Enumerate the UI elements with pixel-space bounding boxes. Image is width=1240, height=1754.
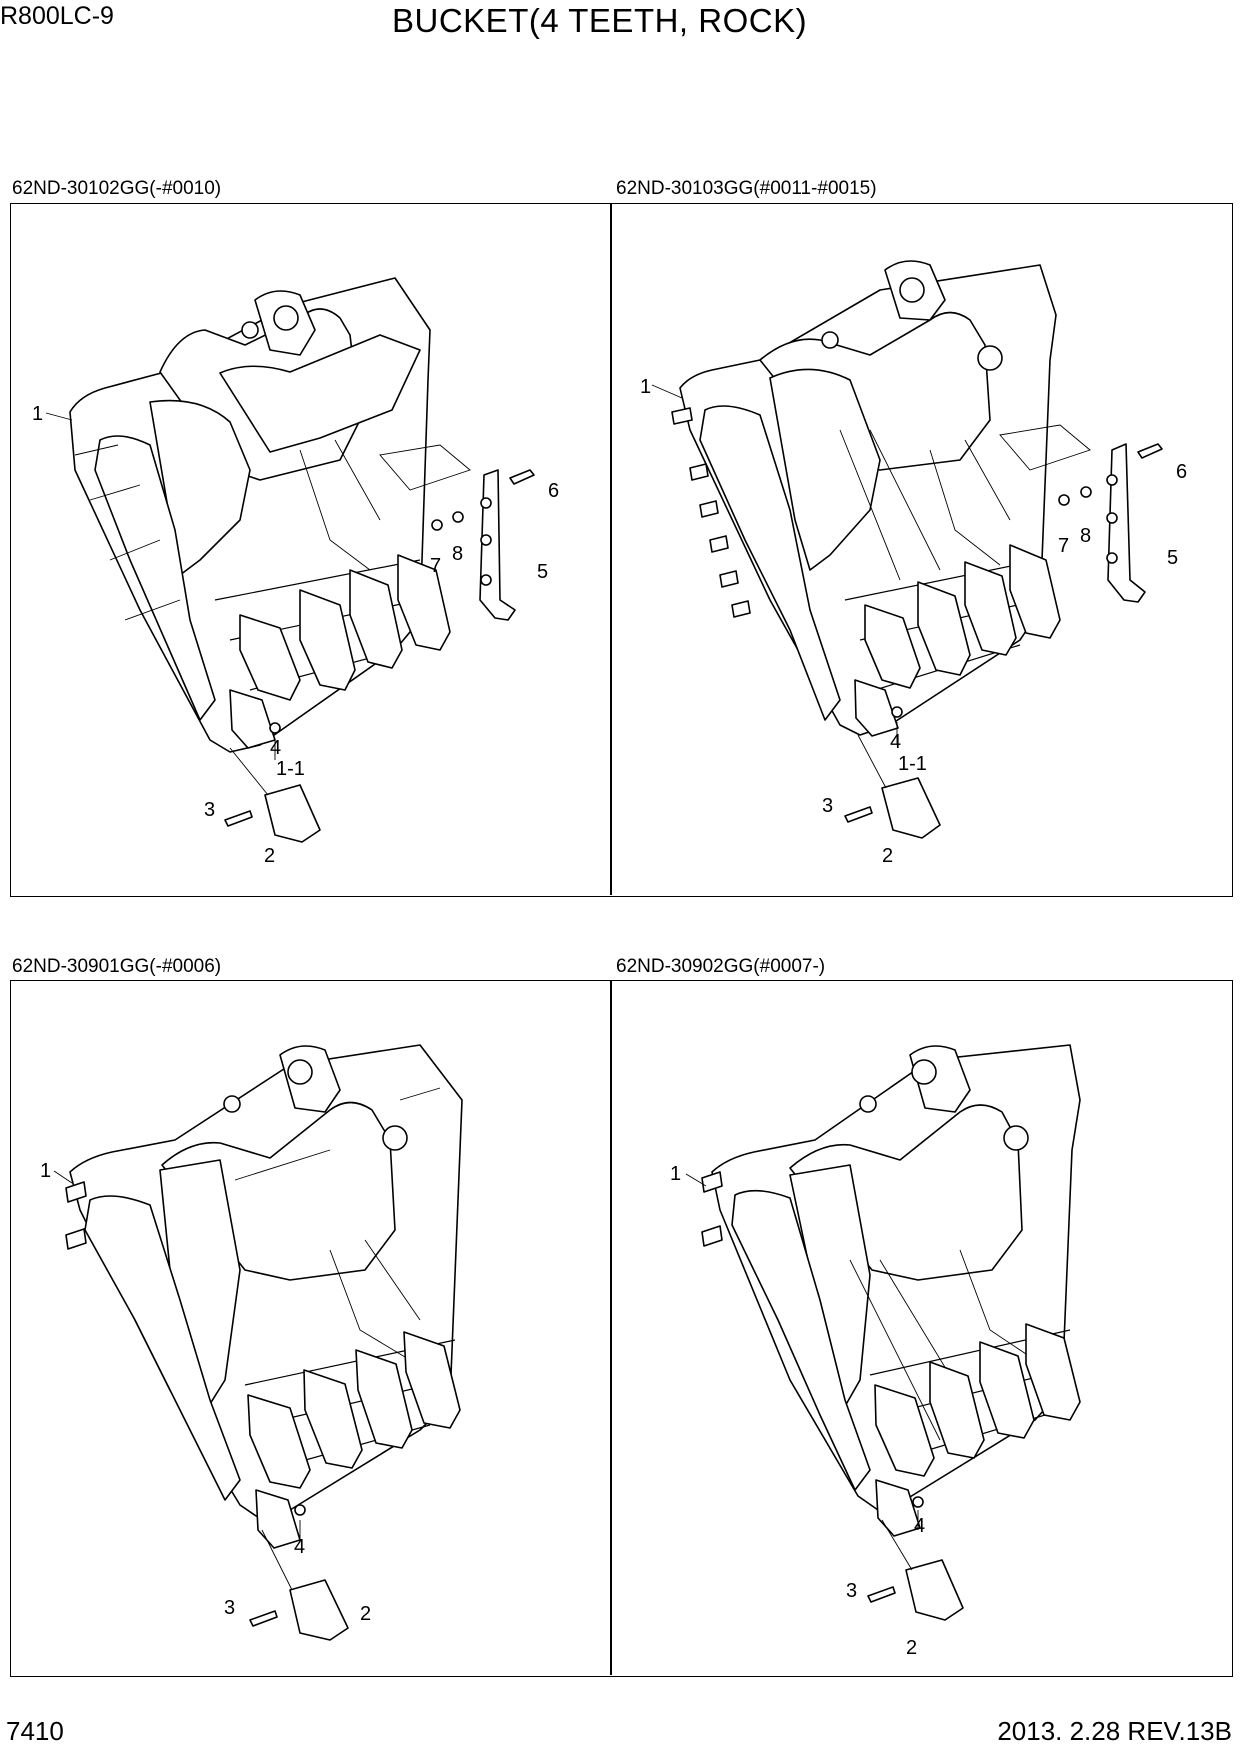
panel-2-callout-5: 5 <box>1167 547 1178 569</box>
model-name: R800LC-9 <box>0 2 114 30</box>
panel-3-label: 62ND-30901GG(-#0006) <box>12 956 222 977</box>
panel-1-callout-6: 6 <box>548 480 559 502</box>
upper-diagram-frame <box>10 203 1233 897</box>
panel-1-callout-7: 7 <box>430 555 441 577</box>
panel-2-callout-6: 6 <box>1176 461 1187 483</box>
panel-1-callout-3: 3 <box>204 799 215 821</box>
bucket-assembly-1 <box>45 277 535 843</box>
panel-2-callout-3: 3 <box>822 795 833 817</box>
upper-frame-divider <box>610 203 612 895</box>
page-number: 7410 <box>6 1716 64 1746</box>
panel-1-callout-2: 2 <box>264 845 275 867</box>
panel-4-callout-1: 1 <box>670 1163 681 1185</box>
panel-2-callout-8: 8 <box>1080 525 1091 547</box>
panel-1-callout-5: 5 <box>537 561 548 583</box>
panel-2-callout-7: 7 <box>1058 535 1069 557</box>
panel-1-callout-8: 8 <box>452 543 463 565</box>
lower-frame-divider <box>610 980 612 1675</box>
panel-2-callout-1-1: 1-1 <box>898 753 927 775</box>
panel-2-callout-2: 2 <box>882 845 893 867</box>
bucket-assembly-4 <box>685 1044 1081 1621</box>
panel-4-callout-3: 3 <box>846 1580 857 1602</box>
panel-4-label: 62ND-30902GG(#0007-) <box>616 956 826 977</box>
panel-1-callout-1: 1 <box>32 403 43 425</box>
panel-4-callout-2: 2 <box>906 1637 917 1659</box>
bucket-assembly-2 <box>651 260 1163 839</box>
panel-3-callout-3: 3 <box>224 1597 235 1619</box>
panel-2-callout-1: 1 <box>640 376 651 398</box>
lower-diagram-frame <box>10 980 1233 1677</box>
panel-1-label: 62ND-30102GG(-#0010) <box>12 178 222 199</box>
panel-2-callout-4: 4 <box>890 731 901 753</box>
panel-3-callout-2: 2 <box>360 1603 371 1625</box>
bucket-assembly-3 <box>53 1044 463 1641</box>
revision-date: 2013. 2.28 REV.13B <box>997 1716 1232 1746</box>
panel-2-label: 62ND-30103GG(#0011-#0015) <box>616 178 877 199</box>
panel-1-callout-1-1: 1-1 <box>276 758 305 780</box>
page-title: BUCKET(4 TEETH, ROCK) <box>392 2 808 39</box>
panel-4-callout-4: 4 <box>914 1515 925 1537</box>
panel-3-callout-1: 1 <box>40 1160 51 1182</box>
panel-3-callout-4: 4 <box>294 1536 305 1558</box>
panel-1-callout-4: 4 <box>270 737 281 759</box>
